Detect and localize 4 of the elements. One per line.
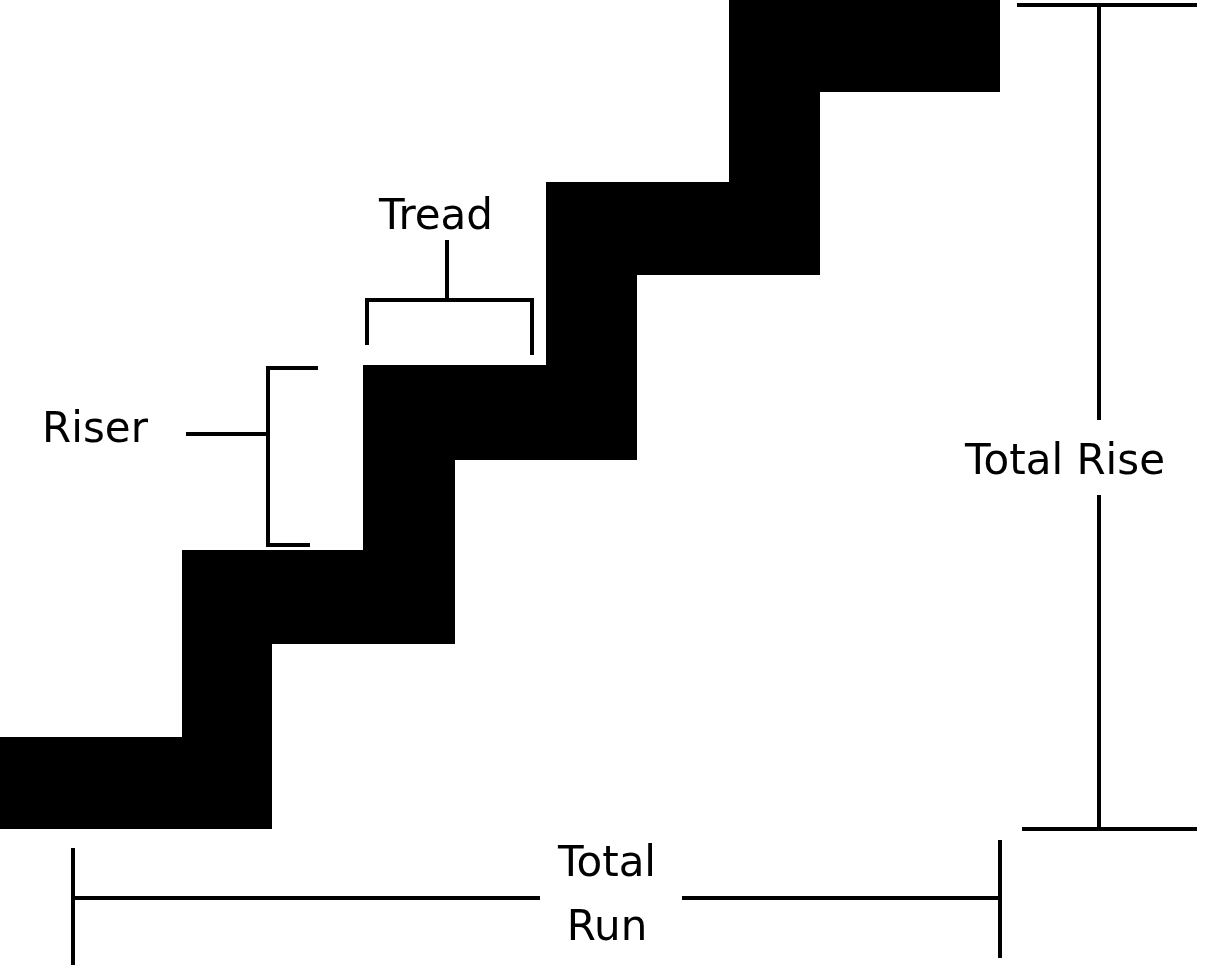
dimension-label: Total Run bbox=[556, 836, 658, 952]
part-label: Riser bbox=[41, 402, 149, 454]
part-label: Tread bbox=[377, 189, 495, 241]
dimension-label: Total Rise bbox=[964, 434, 1166, 486]
